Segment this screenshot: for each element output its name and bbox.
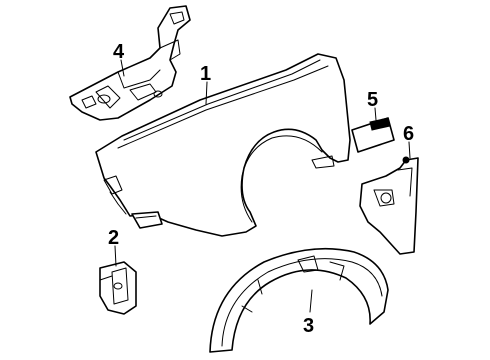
leader-line-3 bbox=[309, 289, 313, 313]
part-4-fender-bracket bbox=[69, 5, 191, 121]
part-2-bracket bbox=[99, 261, 137, 315]
part-1-front-fender bbox=[95, 53, 351, 237]
part-3-fender-liner bbox=[209, 247, 389, 353]
leader-line-5 bbox=[374, 107, 377, 121]
leader-line-1 bbox=[205, 81, 208, 105]
callout-5: 5 bbox=[367, 89, 378, 111]
callout-6: 6 bbox=[403, 123, 414, 145]
part-6-mud-flap bbox=[359, 156, 419, 255]
callout-1: 1 bbox=[200, 63, 211, 85]
leader-line-2 bbox=[114, 245, 117, 267]
leader-line-6 bbox=[408, 141, 411, 159]
callout-4: 4 bbox=[113, 41, 125, 63]
leader-line-4 bbox=[120, 59, 125, 77]
callout-2: 2 bbox=[108, 227, 119, 249]
callout-3: 3 bbox=[303, 315, 314, 337]
part-5-molding bbox=[351, 117, 395, 153]
